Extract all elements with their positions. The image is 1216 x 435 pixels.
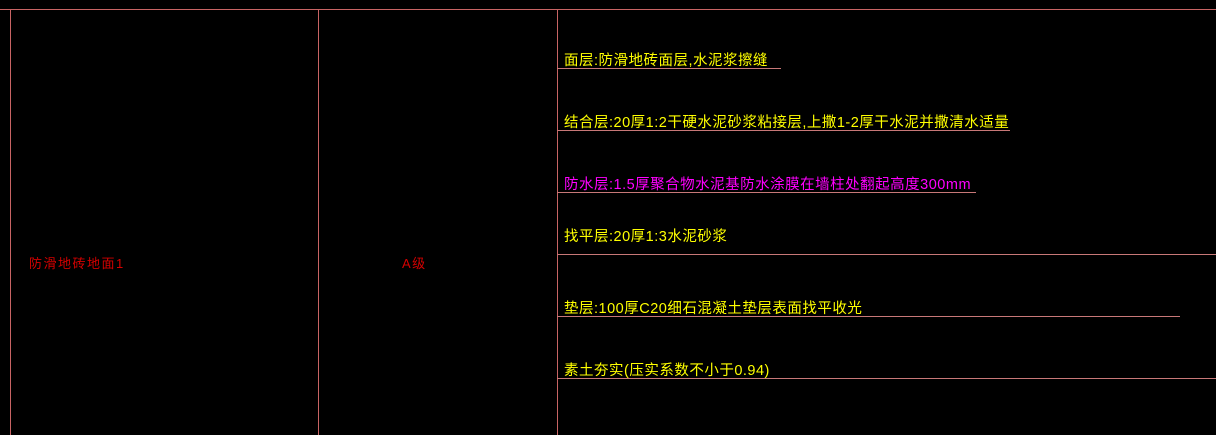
note-leader-line-5 bbox=[557, 316, 1180, 317]
cell-floor-name: 防滑地砖地面1 bbox=[29, 256, 125, 271]
note-layer-leveling: 找平层:20厚1:3水泥砂浆 bbox=[564, 229, 728, 245]
column-divider-1 bbox=[318, 9, 319, 435]
cell-grade: A级 bbox=[402, 256, 427, 271]
column-divider-2 bbox=[557, 9, 558, 435]
table-top-border bbox=[0, 9, 1216, 10]
note-leader-line-6 bbox=[557, 378, 1216, 379]
note-layer-subgrade: 素土夯实(压实系数不小于0.94) bbox=[564, 363, 770, 379]
note-leader-line-2 bbox=[557, 130, 1010, 131]
note-layer-waterproof: 防水层:1.5厚聚合物水泥基防水涂膜在墙柱处翻起高度300mm bbox=[564, 177, 972, 193]
note-layer-surface: 面层:防滑地砖面层,水泥浆擦缝 bbox=[564, 53, 769, 69]
note-layer-cushion: 垫层:100厚C20细石混凝土垫层表面找平收光 bbox=[564, 301, 863, 317]
note-leader-line-3 bbox=[557, 192, 976, 193]
note-layer-bonding: 结合层:20厚1:2干硬水泥砂浆粘接层,上撒1-2厚干水泥并撒清水适量 bbox=[564, 115, 1010, 131]
note-leader-line-1 bbox=[557, 68, 781, 69]
note-leader-line-4 bbox=[557, 254, 1216, 255]
table-left-border bbox=[10, 9, 11, 435]
